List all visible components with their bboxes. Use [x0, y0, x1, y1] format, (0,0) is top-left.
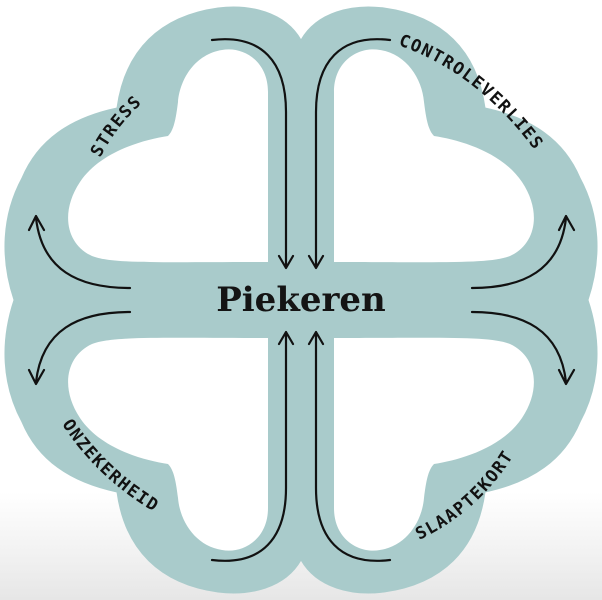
arrow-bottom-right-up: [307, 330, 392, 562]
arrow-left-up: [27, 214, 132, 290]
arrow-left-down: [27, 310, 132, 386]
holes: [68, 49, 534, 551]
hole-top-right: [334, 49, 534, 263]
arrow-right-down: [470, 310, 576, 386]
arrow-top-left-down: [210, 38, 295, 270]
hole-bottom-left: [68, 337, 268, 551]
hole-top-left: [68, 49, 268, 263]
arrow-right-up: [470, 214, 576, 290]
arrow-bottom-left-up: [210, 330, 295, 562]
hole-bottom-right: [334, 337, 534, 551]
center-label: Piekeren: [216, 280, 386, 320]
arrows: [27, 38, 576, 562]
arrow-top-right-down: [307, 38, 392, 270]
